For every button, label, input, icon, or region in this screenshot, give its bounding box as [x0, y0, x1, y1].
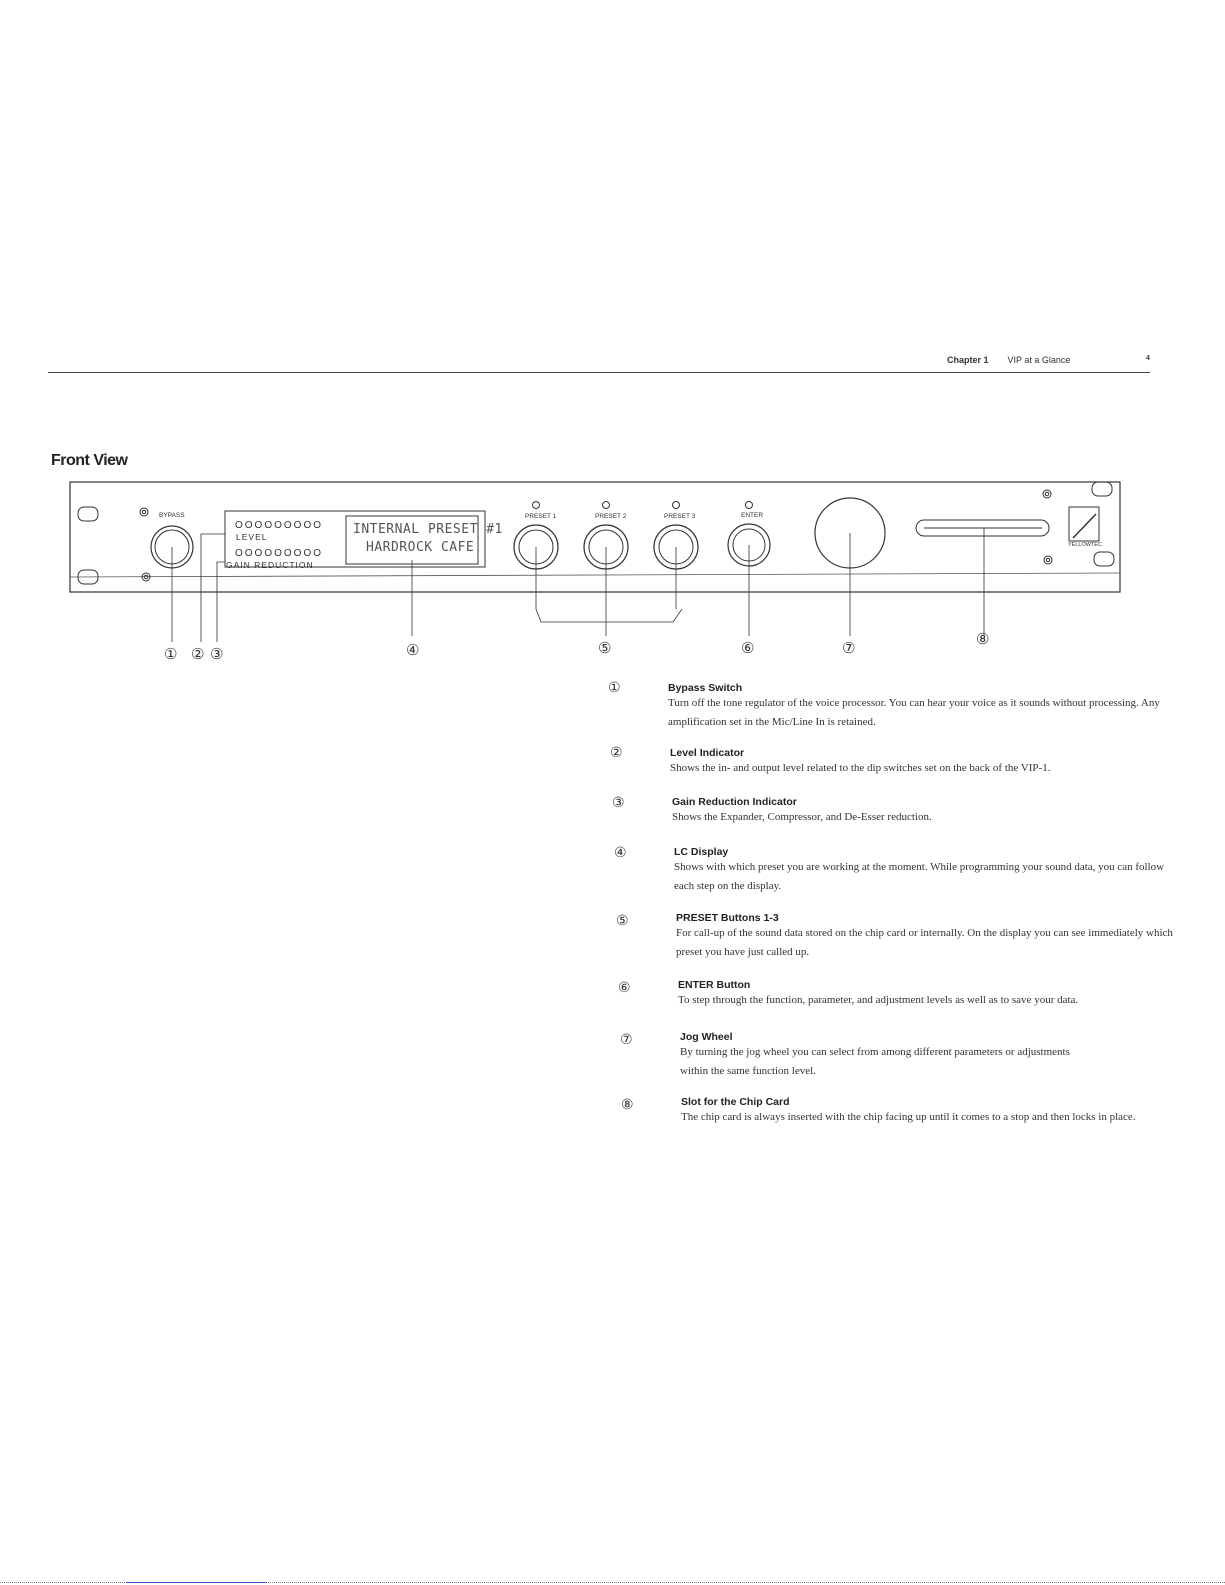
item-description: Turn off the tone regulator of the voice… — [668, 697, 1160, 728]
yellowtec-logo-box — [1068, 506, 1100, 542]
display-box — [224, 510, 486, 568]
screw-2 — [141, 572, 151, 582]
mount-hole-tl — [77, 506, 99, 522]
item-title: Level Indicator — [670, 747, 745, 759]
item-number: ③ — [612, 795, 625, 811]
preset-3-led — [672, 501, 680, 509]
section-title: Front View — [51, 452, 128, 469]
callout-7: ⑦ — [842, 639, 856, 657]
item-number: ① — [608, 680, 621, 696]
preset-1-led — [532, 501, 540, 509]
item-number: ⑧ — [621, 1097, 634, 1113]
panel-inner-line — [69, 572, 1121, 578]
preset-1-label: PRESET 1 — [525, 513, 557, 520]
screw-3 — [1042, 489, 1052, 499]
item-number: ⑤ — [616, 913, 629, 929]
item-number: ② — [610, 745, 623, 761]
item-description: The chip card is always inserted with th… — [681, 1111, 1136, 1123]
panel-frame — [69, 481, 1121, 593]
callout-5: ⑤ — [598, 639, 612, 657]
enter-label: ENTER — [741, 512, 764, 519]
item-number: ④ — [614, 845, 627, 861]
callout-2: ② — [191, 645, 205, 663]
item-number: ⑥ — [618, 980, 631, 996]
mount-hole-bl — [77, 569, 99, 585]
item-description: To step through the function, parameter,… — [678, 994, 1079, 1006]
callout-1: ① — [164, 645, 178, 663]
enter-led — [745, 501, 753, 509]
front-panel-diagram — [69, 481, 1121, 642]
scan-link-line — [126, 1582, 266, 1583]
page-number: 4 — [1146, 355, 1150, 362]
mount-hole-tr — [1091, 481, 1113, 497]
header-rule — [48, 372, 1150, 373]
chapter-title: VIP at a Glance — [1007, 355, 1071, 365]
item-title: Jog Wheel — [680, 1031, 733, 1043]
item-title: Bypass Switch — [668, 682, 743, 694]
item-description: Shows the Expander, Compressor, and De-E… — [672, 811, 932, 823]
callout-8: ⑧ — [976, 630, 990, 648]
led-row-level: OOOOOOOOO — [235, 520, 324, 531]
chapter-label: Chapter 1 — [947, 355, 989, 365]
item-title: Slot for the Chip Card — [681, 1096, 790, 1108]
scan-footer-line — [0, 1582, 1225, 1583]
callout-4: ④ — [406, 641, 420, 659]
item-title: LC Display — [674, 846, 729, 858]
screw-4 — [1043, 555, 1053, 565]
running-header: Chapter 1 VIP at a Glance — [947, 355, 1070, 365]
lcd-line-1: INTERNAL PRESET #1 — [353, 522, 503, 537]
item-description: Shows the in- and output level related t… — [670, 762, 1051, 774]
bypass-label: BYPASS — [159, 512, 185, 519]
item-description: For call-up of the sound data stored on … — [676, 927, 1173, 958]
chip-card-slot — [915, 519, 1050, 537]
item-title: PRESET Buttons 1-3 — [676, 912, 779, 924]
callout-3: ③ — [210, 645, 224, 663]
item-number: ⑦ — [620, 1032, 633, 1048]
brand-label: YELLOWTEC — [1068, 542, 1102, 548]
item-title: Gain Reduction Indicator — [672, 796, 797, 808]
item-title: ENTER Button — [678, 979, 751, 991]
callout-6: ⑥ — [741, 639, 755, 657]
preset-3-label: PRESET 3 — [664, 513, 696, 520]
mount-hole-br — [1093, 551, 1115, 567]
led-row-gain: OOOOOOOOO — [235, 548, 324, 559]
preset-2-label: PRESET 2 — [595, 513, 627, 520]
screw-1 — [139, 507, 149, 517]
preset-2-led — [602, 501, 610, 509]
item-description: Shows with which preset you are working … — [674, 861, 1165, 892]
item-description: By turning the jog wheel you can select … — [680, 1046, 1070, 1077]
level-label: LEVEL — [236, 532, 268, 542]
gain-reduction-label: GAIN REDUCTION — [226, 560, 314, 570]
lcd-line-2: HARDROCK CAFE — [366, 540, 475, 555]
